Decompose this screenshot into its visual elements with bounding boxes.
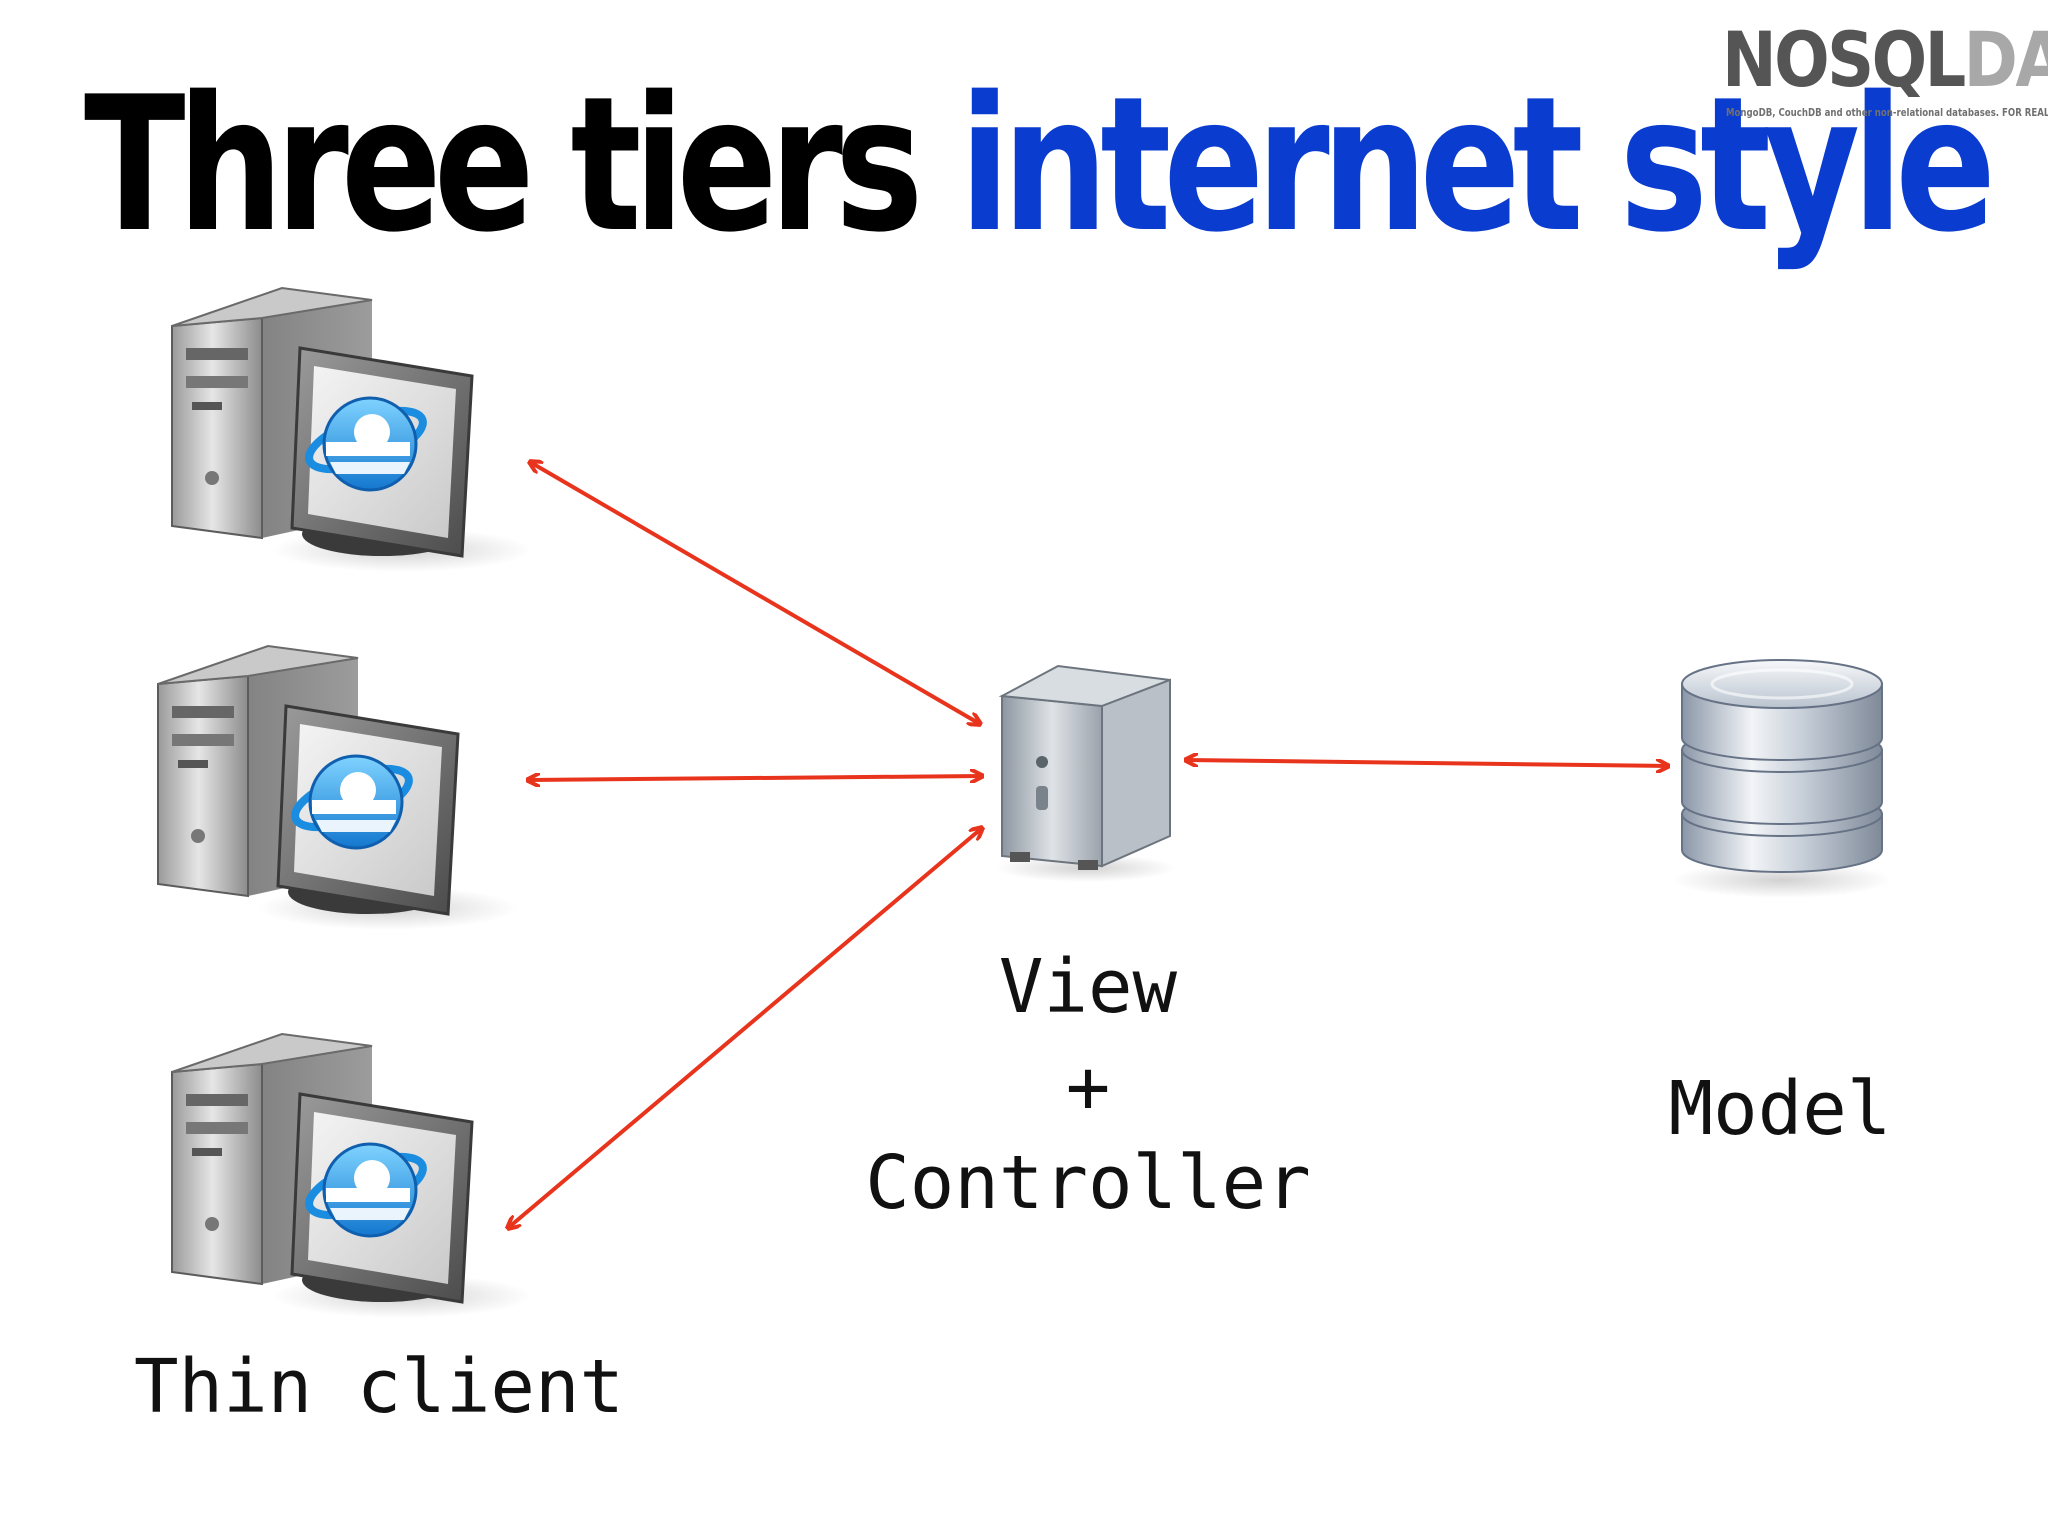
arrow-client3-server [508,828,982,1228]
arrow-client1-server [530,462,980,724]
logo-word-dark: NOSQL [1722,15,1966,104]
client-computer-1 [171,286,532,572]
logo-word-light: DAY [1963,15,2048,104]
label-controller: Controller [865,1140,1311,1226]
label-model: Model [1668,1066,1892,1152]
logo-tagline: MongoDB, CouchDB and other non-relationa… [1726,106,2048,119]
computer-with-browser-icon [157,644,518,930]
server-node [996,664,1176,882]
server-tower-icon [996,664,1176,882]
label-thin-client: Thin client [134,1344,625,1430]
title-part-black: Three tiers [84,56,923,273]
client-computer-2 [157,644,518,930]
computer-with-browser-icon [171,1032,532,1318]
title-part-blue: internet style [959,56,1996,273]
label-view: View [998,944,1178,1030]
logo-wordmark: NOSQLDAY [1722,22,2048,98]
nosqlday-logo: NOSQLDAY MongoDB, CouchDB and other non-… [1722,22,2048,126]
database-icon [1672,659,1892,898]
computer-with-browser-icon [171,286,532,572]
database-node [1672,659,1892,898]
connections [508,462,1668,1228]
arrow-server-database [1186,760,1668,766]
label-plus: + [1065,1044,1111,1130]
arrow-client2-server [528,776,982,780]
slide-title: Three tiers internet style [84,72,1996,258]
client-computer-3 [171,1032,532,1318]
